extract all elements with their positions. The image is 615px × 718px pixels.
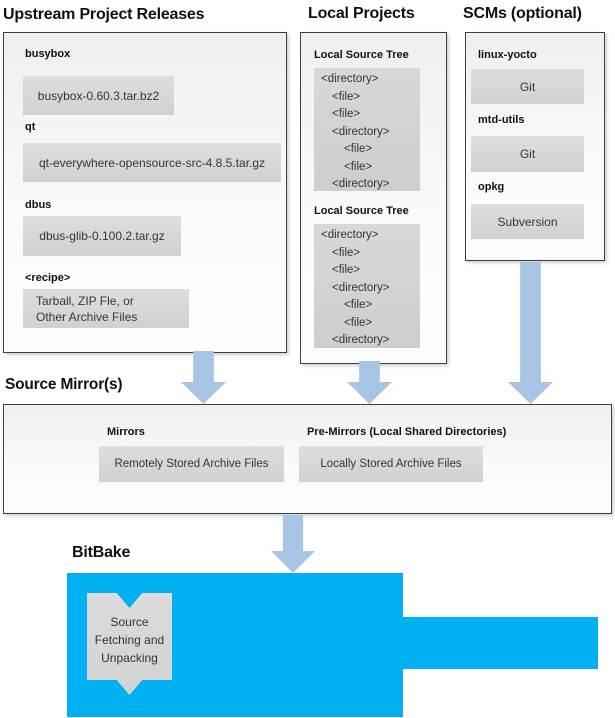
tree-line: <file>: [344, 160, 373, 173]
recipe-name-label: <recipe>: [25, 272, 71, 284]
archive-file-line: Other Archive Files: [36, 309, 138, 324]
bitbake-title: BitBake: [72, 544, 131, 561]
tree-line: <file>: [344, 316, 373, 329]
local-source-tree-heading: Local Source Tree: [314, 49, 409, 61]
down-arrow-icon: [181, 351, 226, 404]
archive-file-box: busybox-0.60.3.tar.bz2: [23, 76, 174, 115]
scms-title: SCMs (optional): [463, 5, 582, 22]
source-tree-box: <directory> <file> <file> <directory> <f…: [314, 68, 420, 191]
scm-tool-box: Subversion: [471, 204, 584, 239]
down-arrow-icon: [347, 361, 392, 404]
recipe-name-label: qt: [25, 121, 36, 133]
upstream-panel: busybox busybox-0.60.3.tar.bz2 qt qt-eve…: [3, 32, 287, 353]
recipe-name-label: dbus: [25, 199, 52, 211]
local-projects-title: Local Projects: [308, 5, 415, 22]
source-fetching-banner: Source Fetching and Unpacking: [87, 593, 172, 695]
source-mirror-title: Source Mirror(s): [5, 376, 123, 393]
source-tree-box: <directory> <file> <file> <directory> <f…: [314, 224, 420, 348]
pre-mirrors-label: Pre-Mirrors (Local Shared Directories): [307, 426, 507, 438]
tree-line: <file>: [332, 108, 361, 120]
pre-mirror-archive-box: Locally Stored Archive Files: [299, 446, 483, 482]
source-mirror-panel: Mirrors Remotely Stored Archive Files Pr…: [3, 404, 612, 514]
mirror-archive-box: Remotely Stored Archive Files: [99, 446, 284, 482]
scm-tool-box: Git: [471, 69, 584, 104]
archive-file-line: Tarball, ZIP Fle, or: [36, 293, 134, 308]
bitbake-output-bar: [403, 617, 598, 669]
archive-file-box: dbus-glib-0.100.2.tar.gz: [23, 216, 181, 256]
tree-line: <file>: [332, 90, 361, 103]
tree-line: <directory>: [332, 125, 390, 138]
scm-tool-box: Git: [471, 136, 584, 172]
tree-line: <directory>: [321, 229, 379, 241]
local-projects-panel: Local Source Tree <directory> <file> <fi…: [300, 32, 447, 364]
scm-recipe-label: opkg: [478, 181, 505, 193]
tree-line: <directory>: [332, 178, 390, 190]
mirrors-label: Mirrors: [107, 426, 145, 438]
tree-line: <file>: [344, 299, 373, 311]
upstream-title: Upstream Project Releases: [3, 6, 205, 23]
tree-line: <directory>: [332, 334, 390, 346]
tree-line: <directory>: [332, 281, 390, 294]
down-arrow-icon: [508, 262, 553, 404]
tree-line: <file>: [332, 264, 361, 276]
down-arrow-icon: [271, 515, 315, 573]
archive-file-box: Tarball, ZIP Fle, or Other Archive Files: [23, 289, 189, 328]
scms-panel: linux-yocto Git mtd-utils Git opkg Subve…: [465, 32, 605, 261]
scm-recipe-label: linux-yocto: [478, 49, 537, 61]
local-source-tree-heading: Local Source Tree: [314, 205, 409, 217]
tree-line: <directory>: [321, 73, 379, 85]
recipe-name-label: busybox: [25, 48, 71, 60]
scm-recipe-label: mtd-utils: [478, 114, 525, 126]
tree-line: <file>: [344, 143, 373, 155]
archive-file-box: qt-everywhere-opensource-src-4.8.5.tar.g…: [23, 143, 281, 182]
tree-line: <file>: [332, 246, 361, 259]
